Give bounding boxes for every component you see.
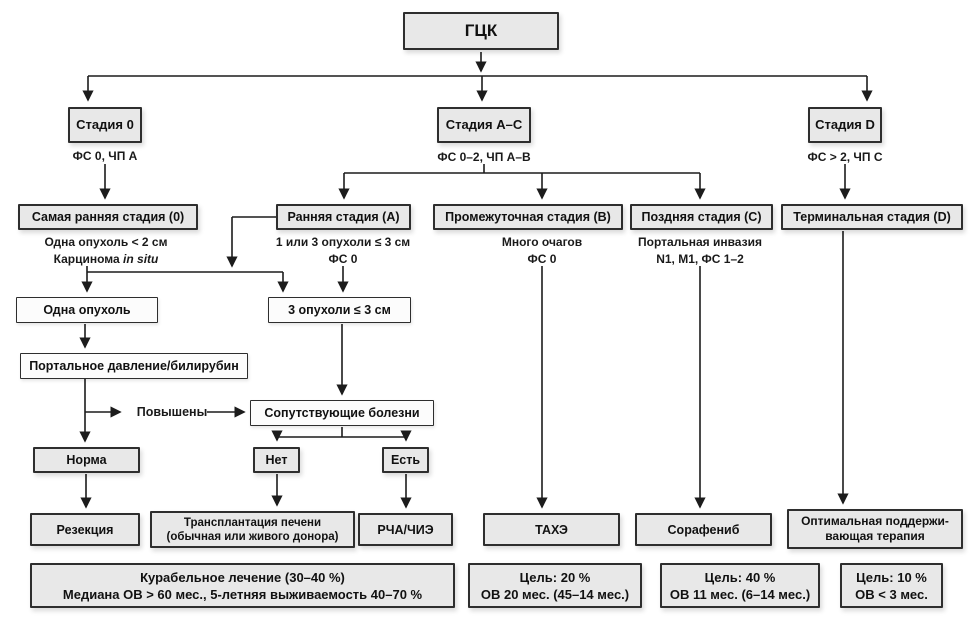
node-stage-0: Стадия 0	[68, 107, 142, 143]
node-normal: Норма	[33, 447, 140, 473]
node-sorafenib: Сорафениб	[635, 513, 772, 546]
node-best-supportive-care: Оптимальная поддержи- вающая терапия	[787, 509, 963, 549]
note-early-line2: ФС 0	[328, 251, 358, 266]
outcome-bsc-line2: ОВ < 3 мес.	[855, 586, 928, 602]
node-terminal-stage: Терминальная стадия (D)	[781, 204, 963, 230]
node-portal-pressure: Портальное давление/билирубин	[20, 353, 248, 379]
note-early-line1: 1 или 3 опухоли ≤ 3 см	[275, 235, 411, 249]
node-advanced-stage: Поздняя стадия (С)	[630, 204, 773, 230]
node-intermediate-stage: Промежуточная стадия (В)	[433, 204, 623, 230]
node-earliest-stage: Самая ранняя стадия (0)	[18, 204, 198, 230]
node-bsc-line1: Оптимальная поддержи-	[801, 514, 949, 528]
node-comorbidities: Сопутствующие болезни	[250, 400, 434, 426]
note-advanced-stage: Портальная инвазия N1, М1, ФС 1–2	[620, 234, 780, 267]
note-earliest-stage: Одна опухоль < 2 см Карцинома in situ	[26, 234, 186, 267]
node-rfa-pei: РЧА/ЧИЭ	[358, 513, 453, 546]
node-no: Нет	[253, 447, 300, 473]
note-earliest-line2-italic: in situ	[123, 251, 159, 266]
node-resection: Резекция	[30, 513, 140, 546]
outcome-sorafenib-line2: ОВ 11 мес. (6–14 мес.)	[669, 586, 811, 602]
node-three-tumors: 3 опухоли ≤ 3 см	[268, 297, 411, 323]
outcome-tace-line1: Цель: 20 %	[519, 569, 591, 585]
note-intermediate-line1: Много очагов	[501, 235, 583, 249]
note-early-stage: 1 или 3 опухоли ≤ 3 см ФС 0	[263, 234, 423, 267]
outcome-sorafenib: Цель: 40 % ОВ 11 мес. (6–14 мес.)	[660, 563, 820, 608]
node-early-stage: Ранняя стадия (А)	[276, 204, 411, 230]
node-transplant-line1: Трансплантация печени	[183, 516, 322, 529]
node-hcc-root: ГЦК	[403, 12, 559, 50]
node-bsc-line2: вающая терапия	[825, 529, 925, 543]
note-stage-a-c: ФС 0–2, ЧП А–В	[437, 150, 531, 164]
node-tace: ТАХЭ	[483, 513, 620, 546]
node-one-tumor: Одна опухоль	[16, 297, 158, 323]
node-stage-a-c: Стадия А–С	[437, 107, 531, 143]
note-stage-0: ФС 0, ЧП А	[72, 149, 138, 163]
note-intermediate-line2: ФС 0	[527, 251, 557, 266]
outcome-bsc: Цель: 10 % ОВ < 3 мес.	[840, 563, 943, 608]
node-transplant: Трансплантация печени (обычная или живог…	[150, 511, 355, 548]
node-stage-d: Стадия D	[808, 107, 882, 143]
note-stage-d: ФС > 2, ЧП С	[807, 150, 883, 164]
note-advanced-line1: Портальная инвазия	[638, 235, 762, 249]
note-advanced-line2: N1, М1, ФС 1–2	[656, 251, 744, 266]
note-earliest-line2: Карцинома	[53, 251, 124, 266]
node-transplant-line2: (обычная или живого донора)	[166, 530, 339, 543]
note-earliest-line1: Одна опухоль < 2 см	[44, 235, 168, 249]
outcome-tace-line2: ОВ 20 мес. (45–14 мес.)	[480, 586, 630, 602]
outcome-curative: Курабельное лечение (30–40 %) Медиана ОВ…	[30, 563, 455, 608]
outcome-bsc-line1: Цель: 10 %	[856, 569, 927, 585]
note-intermediate-stage: Много очагов ФС 0	[462, 234, 622, 267]
outcome-tace: Цель: 20 % ОВ 20 мес. (45–14 мес.)	[468, 563, 642, 608]
outcome-curative-line1: Курабельное лечение (30–40 %)	[140, 569, 345, 585]
node-yes: Есть	[382, 447, 429, 473]
outcome-curative-line2: Медиана ОВ > 60 мес., 5-летняя выживаемо…	[62, 586, 423, 602]
outcome-sorafenib-line1: Цель: 40 %	[704, 569, 776, 585]
label-elevated: Повышены	[136, 405, 208, 419]
